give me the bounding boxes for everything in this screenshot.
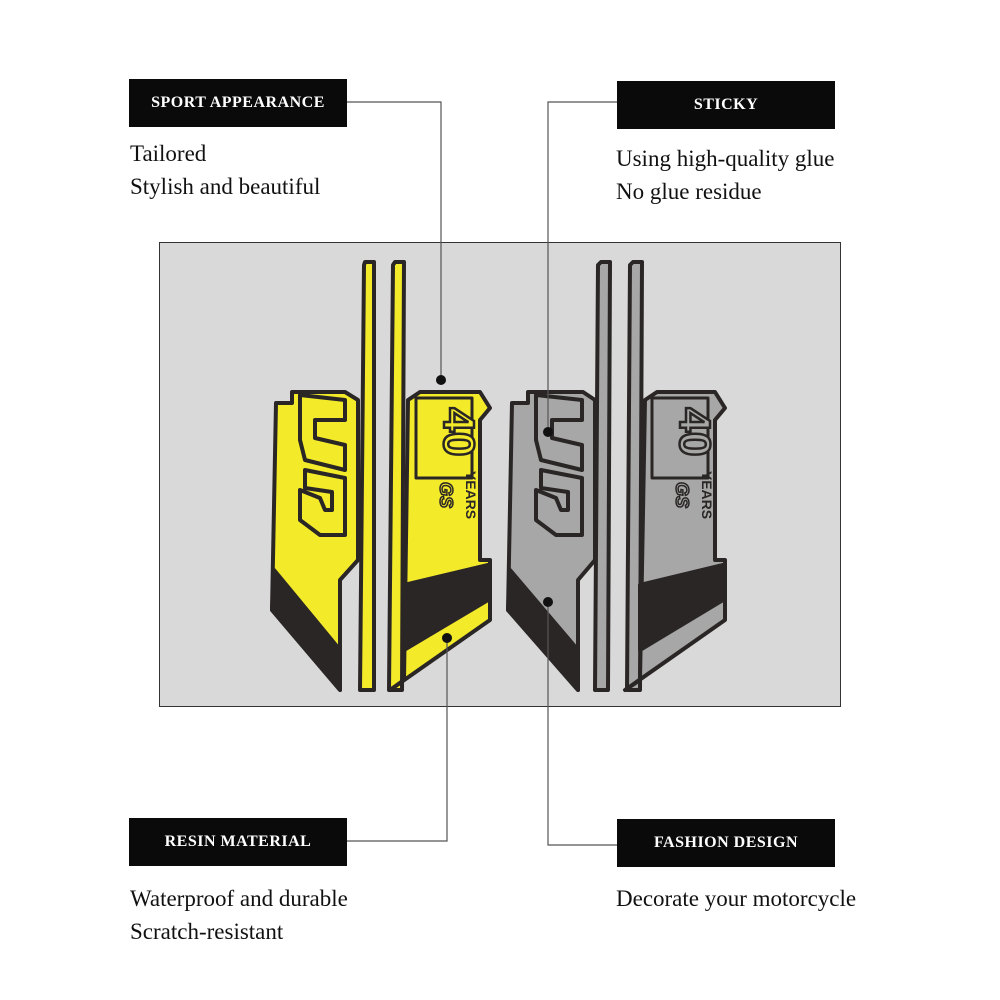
dot-sport-appearance (436, 375, 446, 385)
yellow-left-chevron (270, 568, 342, 692)
badge-40-gray (650, 396, 710, 480)
badge-40-number-yellow: 40 (434, 408, 483, 457)
label-sport-appearance: SPORT APPEARANCE (129, 79, 347, 127)
gray-decal-set (506, 260, 727, 692)
desc-line: Scratch-resistant (130, 919, 284, 944)
dot-sticky (543, 427, 553, 437)
gray-left-chevron (506, 568, 580, 692)
badge-40-yellow (414, 396, 474, 480)
gray-stripe-left (593, 260, 612, 692)
yellow-stripe-left (358, 260, 376, 692)
desc-line: No glue residue (616, 179, 762, 204)
desc-line: Decorate your motorcycle (616, 886, 857, 911)
badge-years-gray: YEARS (699, 471, 715, 519)
leader-resin-material (347, 638, 448, 842)
dot-resin-material (442, 633, 452, 643)
badge-years-yellow: YEARS (463, 471, 479, 519)
gs-logo-left (298, 393, 347, 537)
desc-line: Tailored (130, 141, 207, 166)
yellow-right-chevron (402, 563, 490, 652)
desc-sticky: Using high-quality glue No glue residue (616, 142, 834, 208)
badge-40-number-gray: 40 (670, 408, 719, 457)
leader-sticky (547, 101, 617, 432)
gray-stripe-right (625, 260, 644, 692)
desc-line: Stylish and beautiful (130, 174, 321, 199)
callout-leader-lines (347, 101, 617, 846)
desc-sport-appearance: Tailored Stylish and beautiful (130, 137, 320, 203)
gray-right-chevron (638, 563, 725, 652)
leader-fashion-design (547, 602, 617, 846)
desc-line: Using high-quality glue (616, 146, 835, 171)
label-sticky: STICKY (617, 81, 835, 129)
yellow-decal-set (270, 260, 492, 692)
badge-gs-gray: GS (672, 482, 692, 508)
badge-gs-yellow: GS (436, 482, 456, 508)
desc-fashion-design: Decorate your motorcycle (616, 882, 856, 915)
yellow-stripe-right (387, 260, 406, 692)
callout-dots (436, 375, 553, 643)
desc-resin-material: Waterproof and durable Scratch-resistant (130, 882, 348, 948)
desc-line: Waterproof and durable (130, 886, 348, 911)
leader-sport-appearance (347, 101, 442, 380)
dot-fashion-design (543, 597, 553, 607)
label-fashion-design: FASHION DESIGN (617, 819, 835, 867)
label-resin-material: RESIN MATERIAL (129, 818, 347, 866)
